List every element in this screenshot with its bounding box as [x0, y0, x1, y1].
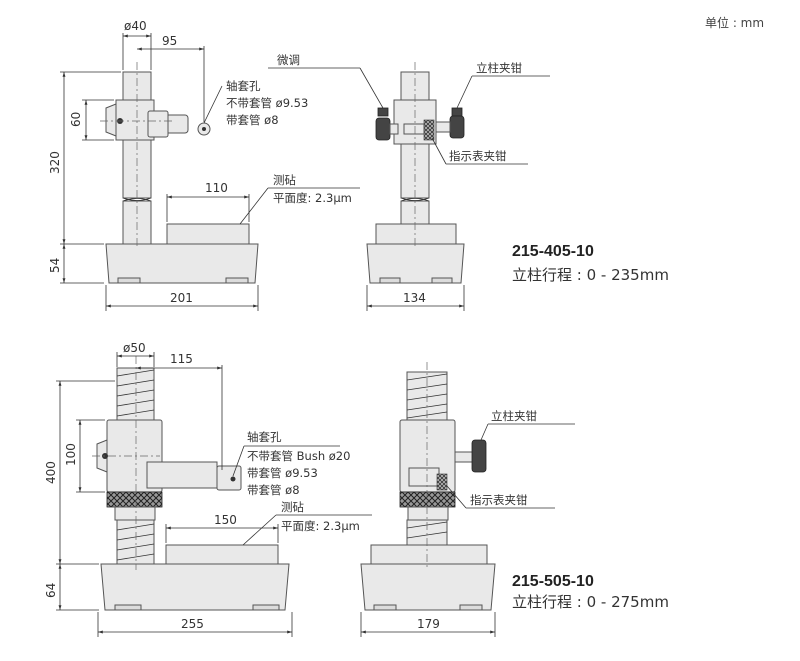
top-fine-knob — [105, 103, 117, 137]
top-base-foot-left — [117, 277, 141, 284]
bottom-column-clamp-knob — [471, 439, 487, 473]
top-base-foot-right — [225, 277, 249, 284]
unit-label: 单位 : mm — [705, 15, 764, 30]
top-model-number: 215-405-10 — [512, 243, 594, 260]
top-base — [105, 243, 259, 284]
bottom-dim-d100: 100 — [64, 443, 78, 466]
bottom-front-view: ø50 115 100 400 64 150 255 轴套孔 不带套管 Bush… — [44, 341, 372, 637]
top-label-bushing: 轴套孔 — [226, 79, 261, 93]
bottom-dim-d400: 400 — [44, 461, 58, 484]
top-dim-d60: 60 — [69, 112, 83, 127]
bottom-label-sleeve1: 带套管 ø9.53 — [247, 466, 318, 480]
top-column-stroke: 立柱行程 : 0 - 235mm — [512, 266, 669, 284]
bottom-side-view: 179 立柱夹钳 指示表夹钳 — [360, 362, 575, 637]
bottom-arm — [146, 461, 218, 489]
top-front-view: ø40 95 60 320 54 110 201 轴套孔 不带套管 ø9.53 … — [48, 19, 360, 311]
bottom-side-anvil — [370, 544, 488, 565]
top-dim-d54: 54 — [48, 258, 62, 273]
bottom-base — [100, 563, 290, 611]
top-side-view: 134 微调 立柱夹钳 指示表夹钳 — [268, 53, 550, 311]
bottom-label-flatness: 平面度: 2.3μm — [281, 519, 360, 533]
bottom-dim-d255: 255 — [181, 617, 204, 631]
bottom-dim-d150: 150 — [214, 513, 237, 527]
bottom-dim-d64: 64 — [44, 583, 58, 598]
top-label-indicator-clamp: 指示表夹钳 — [449, 149, 507, 163]
top-label-anvil: 测砧 — [273, 173, 296, 187]
top-dim-d134: 134 — [403, 291, 426, 305]
top-dim-d95: 95 — [162, 34, 177, 48]
top-dim-d110: 110 — [205, 181, 228, 195]
top-dim-d320: 320 — [48, 151, 62, 174]
bottom-dim-d50: ø50 — [123, 341, 146, 355]
bottom-dim-d179: 179 — [417, 617, 440, 631]
bottom-indicator-clamp-knurl — [436, 473, 448, 491]
bottom-knurled-ring — [106, 491, 163, 508]
bottom-label-bushing: 轴套孔 — [247, 430, 282, 444]
top-side-base — [366, 243, 465, 284]
top-label-column-clamp: 立柱夹钳 — [476, 61, 522, 75]
bottom-dim-d115: 115 — [170, 352, 193, 366]
top-column-clamp-knob — [449, 115, 465, 139]
top-label-fine-adjust: 微调 — [277, 53, 300, 67]
bottom-column-stroke: 立柱行程 : 0 - 275mm — [512, 593, 669, 611]
top-side-anvil — [375, 223, 457, 245]
bottom-label-column-clamp: 立柱夹钳 — [491, 409, 537, 423]
bottom-model-number: 215-505-10 — [512, 573, 594, 590]
bottom-label-no-sleeve: 不带套管 Bush ø20 — [247, 449, 350, 463]
top-indicator-clamp-knurl — [423, 119, 435, 141]
bottom-side-base — [360, 563, 496, 611]
top-dim-d201: 201 — [170, 291, 193, 305]
bottom-anvil — [165, 544, 279, 565]
bottom-column-upper — [116, 367, 155, 421]
top-anvil — [166, 223, 250, 245]
bottom-label-anvil: 测砧 — [281, 500, 304, 514]
bottom-side-knurled-ring — [399, 491, 456, 508]
top-dim-d40: ø40 — [124, 19, 147, 33]
top-label-flatness: 平面度: 2.3μm — [273, 191, 352, 205]
bottom-label-indicator-clamp: 指示表夹钳 — [470, 493, 528, 507]
bottom-bushing-hole — [230, 476, 236, 482]
top-label-no-sleeve: 不带套管 ø9.53 — [226, 96, 308, 110]
top-label-with-sleeve: 带套管 ø8 — [226, 113, 279, 127]
bottom-label-sleeve2: 带套管 ø8 — [247, 483, 300, 497]
top-fine-adjust-knob — [375, 117, 391, 141]
